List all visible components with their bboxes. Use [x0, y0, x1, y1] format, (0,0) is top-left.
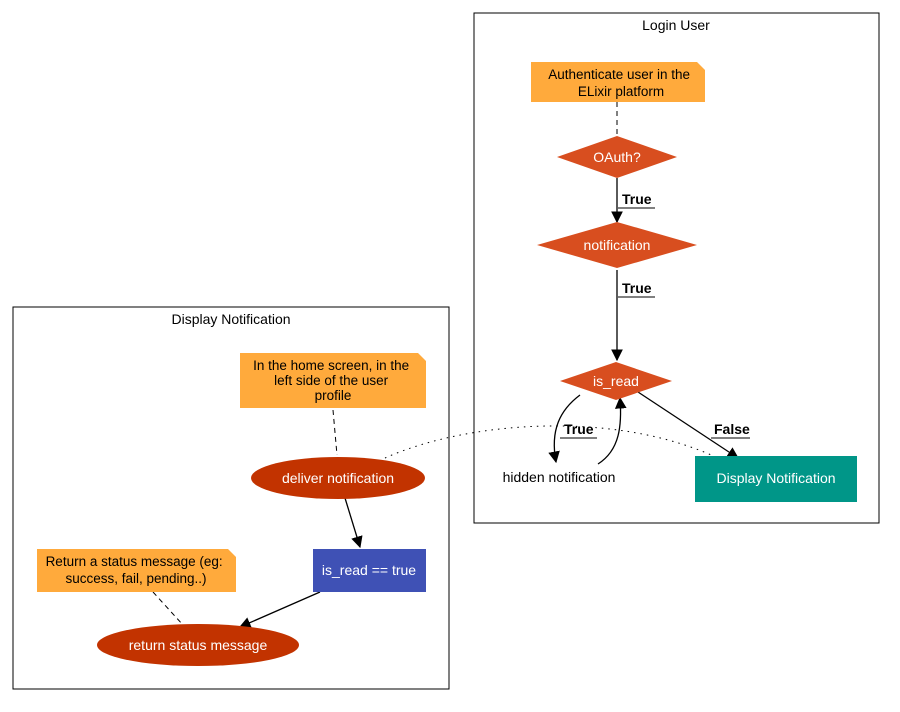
cluster-login-user-title: Login User [642, 17, 710, 33]
decision-notification-label: notification [584, 237, 651, 253]
note-status-message-line-2: success, fail, pending..) [65, 571, 206, 586]
edge-isread-hidden-label: True [564, 421, 594, 437]
edge-isreadtrue-return [238, 591, 321, 629]
note-home-screen-line-2: left side of the user [274, 373, 389, 388]
decision-notification: notification [537, 222, 697, 268]
note-home-screen: In the home screen, in the left side of … [240, 353, 426, 408]
edge-notification-isread-label: True [622, 280, 652, 296]
ellipse-deliver-notification: deliver notification [251, 457, 425, 499]
svg-text:Return a status message (eg:: Return a status message (eg: success, fa… [46, 554, 227, 586]
node-hidden-notification: hidden notification [503, 469, 616, 485]
cluster-display-notification-title: Display Notification [171, 311, 290, 327]
ellipse-deliver-notification-label: deliver notification [282, 470, 394, 486]
node-display-notification: Display Notification [695, 456, 857, 502]
note-home-screen-line-3: profile [315, 388, 352, 403]
cluster-login-user: Login User [473, 12, 880, 524]
decision-oauth: OAuth? [557, 136, 677, 178]
node-is-read-true-label: is_read == true [322, 562, 416, 578]
edge-isread-hidden [548, 394, 581, 464]
node-display-notification-label: Display Notification [716, 470, 835, 486]
svg-text:Authenticate user in the: Authenticate user in the ELixir platform [548, 67, 694, 99]
svg-text:In the home screen, in the: In the home screen, in the left side of … [253, 358, 413, 403]
edge-deliver-isreadtrue [344, 497, 363, 549]
decision-is-read: is_read [560, 362, 672, 400]
note-home-screen-line-1: In the home screen, in the [253, 358, 409, 373]
edge-oauth-notification-label: True [622, 191, 652, 207]
note-status-connector [152, 591, 184, 626]
edge-hidden-isread [597, 396, 627, 465]
note-home-connector [332, 409, 338, 456]
note-authenticate-line-2: ELixir platform [578, 84, 664, 99]
decision-oauth-label: OAuth? [593, 149, 641, 165]
edge-isread-display [637, 391, 739, 459]
ellipse-return-status-message: return status message [97, 624, 299, 666]
note-status-message-line-1: Return a status message (eg: [46, 554, 223, 569]
decision-is-read-label: is_read [593, 373, 639, 389]
ellipse-return-status-message-label: return status message [129, 637, 268, 653]
note-status-message: Return a status message (eg: success, fa… [37, 549, 236, 592]
edge-isread-display-label: False [714, 421, 750, 437]
dotted-link-deliver-display [384, 425, 723, 461]
note-authenticate: Authenticate user in the ELixir platform [531, 62, 705, 102]
node-is-read-true: is_read == true [313, 549, 426, 592]
cluster-display-notification: Display Notification [12, 306, 450, 690]
note-authenticate-line-1: Authenticate user in the [548, 67, 690, 82]
